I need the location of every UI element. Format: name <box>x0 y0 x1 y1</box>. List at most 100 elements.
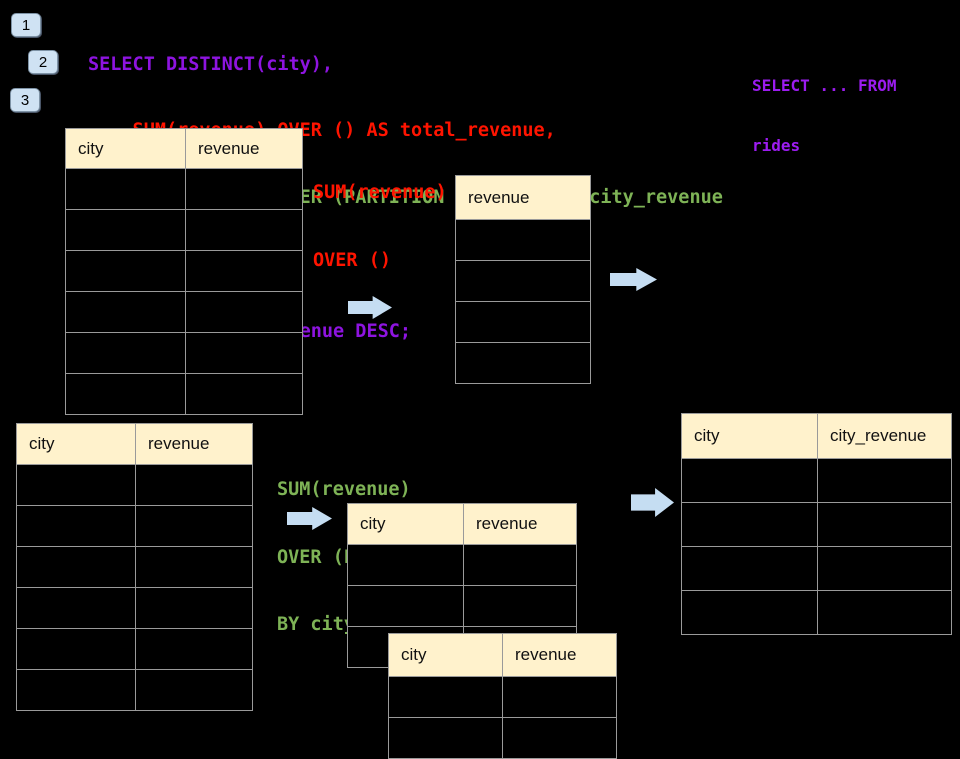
table-cell <box>136 465 252 505</box>
table-cell <box>186 251 302 291</box>
table-cell <box>818 547 951 590</box>
column-header: city <box>389 634 503 676</box>
table-cell <box>66 374 186 414</box>
table-cell <box>17 670 136 710</box>
table-partition-city-b: city revenue <box>388 633 617 759</box>
table-cell <box>348 545 464 585</box>
table-row <box>17 505 252 546</box>
column-header: revenue <box>515 645 577 664</box>
table-cell <box>66 210 186 250</box>
step-badge-3: 3 <box>10 88 40 112</box>
table-header-row: city revenue <box>389 634 616 676</box>
table-row <box>17 587 252 628</box>
table-cell <box>186 333 302 373</box>
table-row <box>682 590 951 634</box>
table-cell <box>456 220 590 260</box>
table-row <box>17 546 252 587</box>
table-row <box>348 585 576 626</box>
table-cell <box>503 677 616 717</box>
table-cell <box>682 459 818 502</box>
annotation-line: SELECT ... FROM <box>752 76 897 95</box>
table-cell <box>464 586 576 626</box>
table-cell <box>17 465 136 505</box>
table-header-row: city revenue <box>17 424 252 464</box>
table-cell <box>17 547 136 587</box>
table-cell <box>66 251 186 291</box>
table-header-row: city city_revenue <box>682 414 951 458</box>
right-arrow-icon <box>631 488 674 517</box>
table-cell <box>17 506 136 546</box>
table-row <box>456 219 590 260</box>
table-row <box>456 260 590 301</box>
table-header-row: city revenue <box>66 129 302 168</box>
table-row <box>456 342 590 383</box>
annotation-line: OVER () <box>313 249 391 271</box>
right-arrow-icon <box>287 507 332 530</box>
table-cell <box>186 292 302 332</box>
table-row <box>66 373 302 414</box>
column-header: city <box>348 504 464 544</box>
table-cell <box>186 169 302 209</box>
annotation-select-from: SELECT ... FROM rides <box>752 36 897 176</box>
table-cell <box>464 545 576 585</box>
column-header: revenue <box>468 187 530 207</box>
right-arrow-icon <box>610 268 657 291</box>
table-source-rides-bottom: city revenue <box>16 423 253 711</box>
table-cell <box>818 459 951 502</box>
table-cell <box>682 547 818 590</box>
table-cell <box>818 591 951 634</box>
table-row <box>682 458 951 502</box>
table-cell <box>66 333 186 373</box>
annotation-sum-over-total: SUM(revenue) OVER () <box>313 137 447 295</box>
column-header: city_revenue <box>830 426 927 445</box>
table-cell <box>136 506 252 546</box>
table-cell <box>818 503 951 546</box>
table-row <box>389 717 616 758</box>
table-cell <box>456 261 590 301</box>
table-cell <box>136 670 252 710</box>
table-row <box>66 332 302 373</box>
annotation-line: SUM(revenue) <box>313 182 447 203</box>
sql-line-select: SELECT DISTINCT(city), <box>88 53 334 75</box>
table-row <box>66 209 302 250</box>
table-source-rides-top: city revenue <box>65 128 303 415</box>
column-header: revenue <box>198 138 260 158</box>
table-cell <box>456 302 590 342</box>
table-cell <box>17 629 136 669</box>
table-cell <box>136 547 252 587</box>
column-header: revenue <box>476 514 538 533</box>
table-cell <box>348 586 464 626</box>
table-row <box>17 669 252 710</box>
table-row <box>348 544 576 585</box>
column-header: city <box>17 424 136 464</box>
table-cell <box>66 169 186 209</box>
table-total-revenue-result: revenue <box>455 175 591 384</box>
table-cell <box>682 591 818 634</box>
step-badge-2: 2 <box>28 50 58 74</box>
table-row <box>456 301 590 342</box>
annotation-line: SUM(revenue) <box>277 479 411 500</box>
table-cell <box>186 210 302 250</box>
table-cell <box>682 503 818 546</box>
table-row <box>17 628 252 669</box>
table-city-revenue-result: city city_revenue <box>681 413 952 635</box>
step-badge-1: 1 <box>11 13 41 37</box>
table-row <box>66 250 302 291</box>
table-row <box>66 168 302 209</box>
table-row <box>682 502 951 546</box>
table-cell <box>136 588 252 628</box>
table-cell <box>456 343 590 383</box>
table-cell <box>186 374 302 414</box>
column-header: city <box>66 129 186 168</box>
table-row <box>66 291 302 332</box>
table-row <box>682 546 951 590</box>
column-header: revenue <box>148 434 210 453</box>
table-row <box>389 676 616 717</box>
table-cell <box>503 718 616 758</box>
table-row <box>17 464 252 505</box>
right-arrow-icon <box>348 296 392 319</box>
table-header-row: city revenue <box>348 504 576 544</box>
column-header: city <box>682 414 818 458</box>
table-cell <box>17 588 136 628</box>
table-cell <box>136 629 252 669</box>
